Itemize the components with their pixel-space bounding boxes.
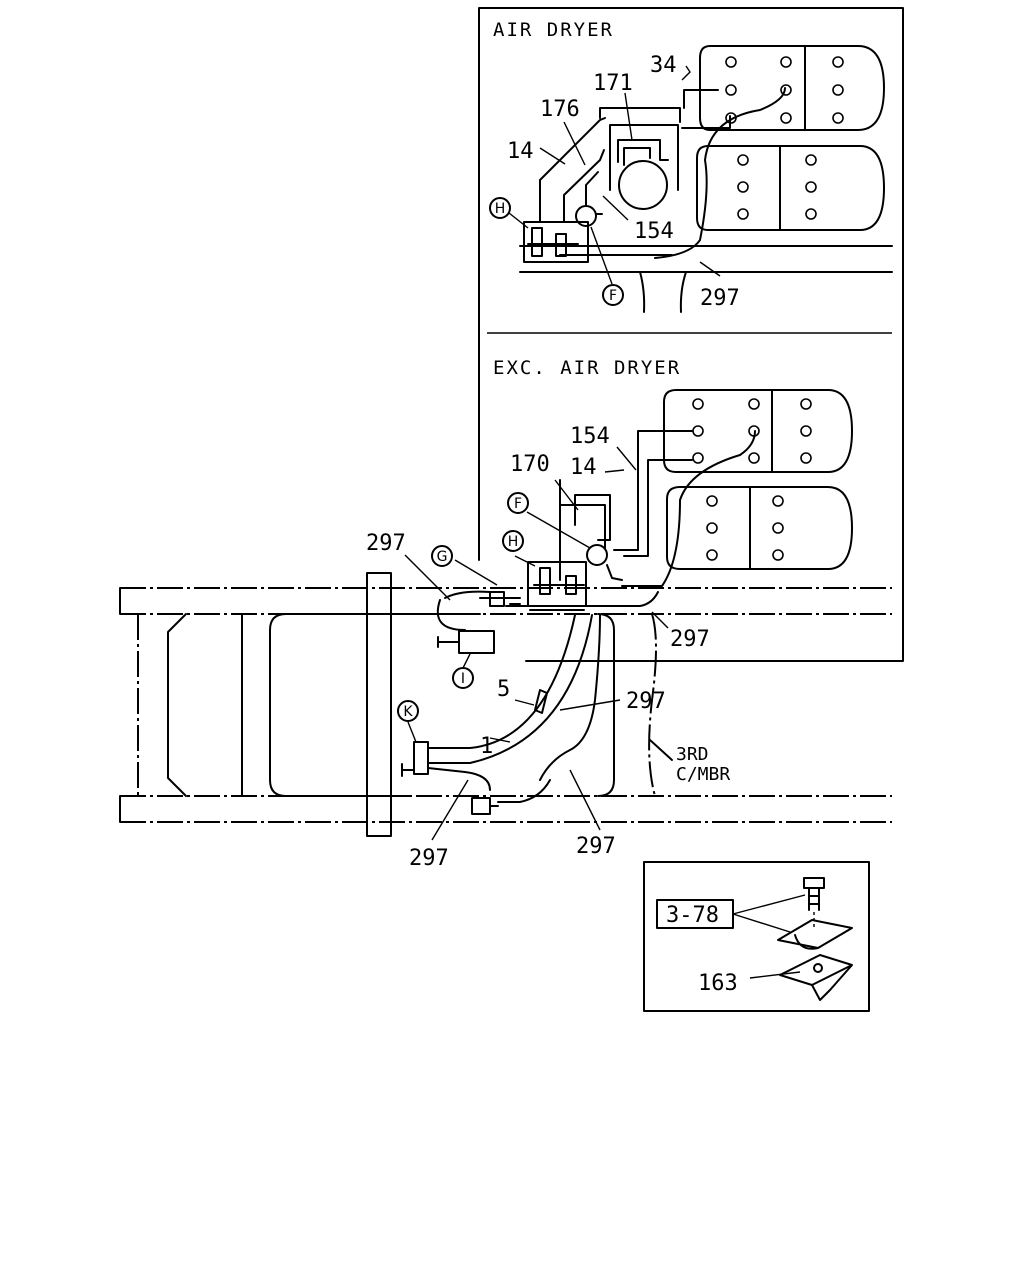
circle-label-g	[431, 545, 453, 567]
air-dryer-title: AIR DRYER	[493, 19, 614, 41]
ref-3-78: 3-78	[666, 903, 719, 928]
clamp-icon	[777, 919, 853, 950]
inset-panel: AIR DRYER EXC. AIR DRYER	[478, 7, 904, 662]
callout-297-a: 297	[366, 531, 406, 556]
callout-297-b: 297	[626, 689, 666, 714]
svg-text:K: K	[403, 704, 413, 720]
circle-label-f	[602, 284, 624, 306]
callout-297-exc: 297	[670, 627, 710, 652]
exc-air-dryer-view: 154 170 14 F	[507, 389, 853, 587]
bolt-icon	[803, 877, 825, 911]
callout-5: 5	[497, 677, 510, 702]
third-cmbr-label-2: C/MBR	[676, 764, 730, 785]
exc-valve-block-h	[527, 561, 587, 607]
svg-text:F: F	[514, 496, 522, 512]
callout-297-c: 297	[409, 846, 449, 871]
frame-leaders	[404, 554, 669, 841]
callout-171: 171	[593, 71, 633, 96]
bracket-163-icon	[779, 954, 853, 1001]
exc-valve-round	[586, 544, 608, 566]
connector-k	[413, 741, 429, 775]
svg-text:H: H	[495, 201, 506, 217]
circle-label-i	[452, 667, 474, 689]
callout-34: 34	[650, 53, 677, 78]
callout-163: 163	[698, 971, 738, 996]
frame-bracket	[366, 572, 392, 837]
callout-176: 176	[540, 97, 580, 122]
svg-text:I: I	[461, 671, 465, 687]
clip-5	[534, 689, 548, 714]
svg-text:G: G	[437, 549, 448, 565]
svg-text:H: H	[508, 534, 519, 550]
exc-callout-154: 154	[570, 424, 610, 449]
air-dryer-bracket	[609, 124, 679, 191]
exc-callout-14: 14	[570, 455, 597, 480]
circle-label-h	[489, 197, 511, 219]
air-dryer-view: 34 171 176 14 154 297 H F	[489, 45, 893, 313]
callout-154: 154	[634, 219, 674, 244]
exc-callout-170: 170	[510, 452, 550, 477]
air-dryer-body	[618, 160, 668, 210]
component-i	[458, 630, 495, 654]
circle-label-h-frame	[502, 530, 524, 552]
air-tank-upper	[699, 45, 885, 131]
exc-air-tank-lower	[666, 486, 853, 570]
valve-block-h	[523, 221, 589, 263]
svg-text:F: F	[609, 288, 617, 304]
exc-air-dryer-title: EXC. AIR DRYER	[493, 357, 681, 379]
callout-297: 297	[700, 286, 740, 311]
chassis-frame	[119, 572, 892, 837]
callout-297-d: 297	[576, 834, 616, 859]
detail-box: 3-78 163	[643, 861, 870, 1012]
exc-air-tank-upper	[663, 389, 853, 473]
third-cmbr-label-1: 3RD	[676, 744, 709, 765]
frame-piping	[401, 561, 659, 815]
exc-circle-label-f	[507, 492, 529, 514]
callout-1: 1	[480, 734, 493, 759]
callout-14: 14	[507, 139, 534, 164]
circle-label-k	[397, 700, 419, 722]
air-tank-lower	[696, 145, 885, 231]
